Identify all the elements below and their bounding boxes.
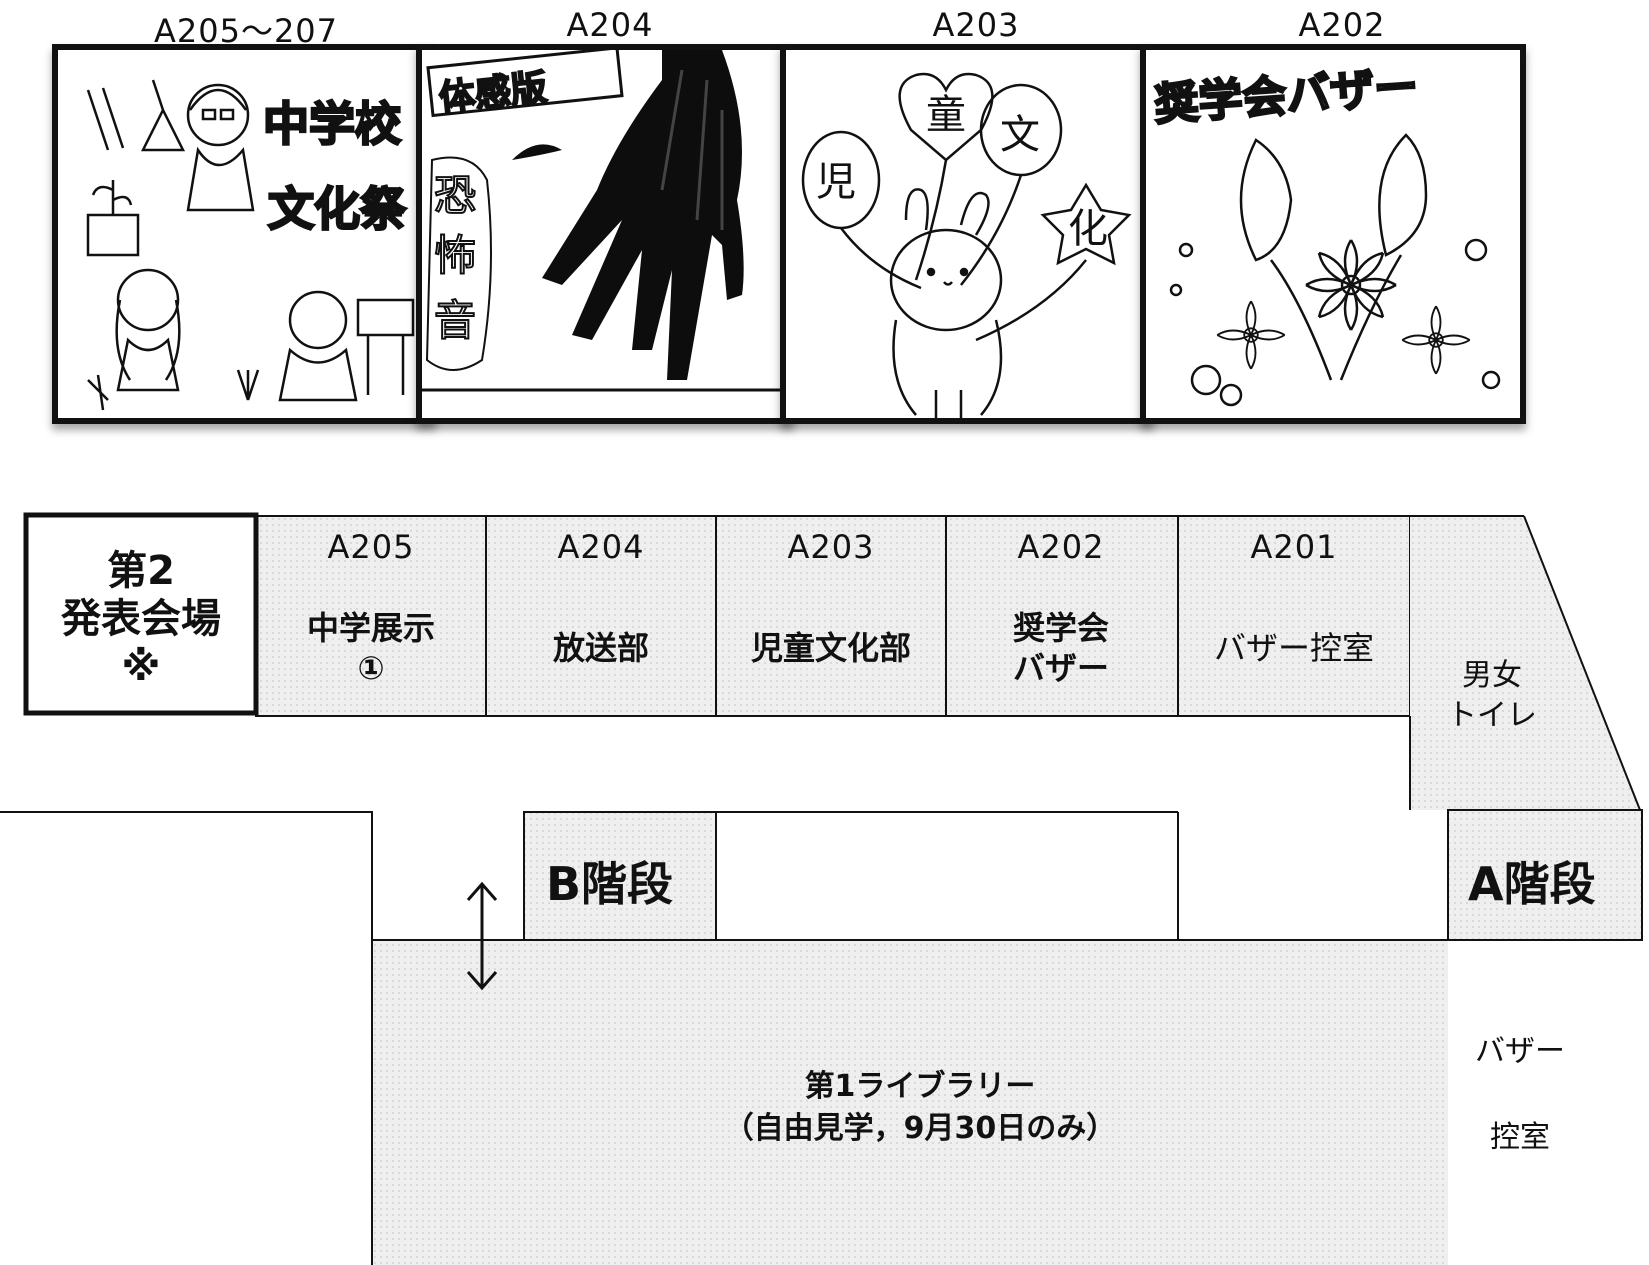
- a-stairs-box: [1447, 809, 1643, 941]
- poster-a203-char2: 童: [926, 92, 966, 138]
- room-a205-name: A205: [327, 528, 415, 566]
- poster-a202-art: 奨学会バザー: [1152, 60, 1501, 407]
- library-line1: 第1ライブラリー: [804, 1069, 1036, 1104]
- room-a205-use2: ①: [357, 649, 385, 687]
- poster-a204-art: 体感版 恐 怖 音: [422, 50, 788, 392]
- poster-label-a204: A204: [566, 6, 654, 44]
- room-a202-name: A202: [1017, 528, 1105, 566]
- bazaar-room-line2: 控室: [1490, 1120, 1550, 1155]
- poster-a203-char3: 文: [1000, 112, 1040, 158]
- library-label: 第1ライブラリー （自由見学，9月30日のみ）: [640, 1066, 1200, 1150]
- venue-line1: 第2: [107, 548, 175, 594]
- bazaar-room-label: バザー 控室: [1455, 1026, 1585, 1156]
- room-a203-name: A203: [787, 528, 875, 566]
- poster-a202: 奨学会バザー: [1140, 44, 1526, 424]
- venue-line2: 発表会場: [61, 596, 221, 642]
- room-a205-use: 中学展示 ①: [257, 608, 485, 688]
- room-a202-use: 奨学会 バザー: [947, 608, 1175, 688]
- toilet-line2: トイレ: [1447, 698, 1537, 733]
- room-a203-use: 児童文化部: [750, 629, 911, 667]
- a-stairs-label: A階段: [1468, 857, 1596, 911]
- classroom-row-outline: [255, 515, 1411, 717]
- bazaar-room-line1: バザー: [1475, 1034, 1565, 1069]
- poster-a205-207-title2: 文化祭: [268, 182, 407, 236]
- toilet-label: 男女 トイレ: [1432, 656, 1552, 736]
- room-a204-use: 放送部: [552, 629, 649, 667]
- room-a201-name: A201: [1250, 528, 1338, 566]
- b-stairs-label: B階段: [546, 857, 674, 911]
- toilet-line1: 男女: [1462, 658, 1522, 693]
- room-a204-name: A204: [557, 528, 645, 566]
- double-arrow-icon: [466, 881, 498, 991]
- poster-a205-207-title1: 中学校: [263, 97, 401, 151]
- second-presentation-venue: 第2 発表会場 ※: [26, 513, 256, 711]
- poster-a203-char4: 化: [1068, 206, 1108, 252]
- poster-a204-char2: 怖: [434, 231, 476, 280]
- room-a201-use: バザー控室: [1213, 629, 1374, 667]
- b-stairs-box: [523, 811, 717, 941]
- poster-a205-207: 中学校 文化祭: [52, 44, 436, 424]
- poster-a203-char1: 児: [816, 159, 856, 205]
- library-line2: （自由見学，9月30日のみ）: [723, 1111, 1117, 1146]
- room-a202-use1: 奨学会: [1012, 609, 1109, 647]
- poster-a204-char3: 音: [434, 296, 476, 345]
- venue-mark: ※: [121, 644, 161, 690]
- poster-a204-char1: 恐: [434, 171, 476, 220]
- poster-a205-207-art: 中学校 文化祭: [86, 79, 415, 411]
- poster-a203-art: 児 童 文 化: [801, 72, 1132, 418]
- poster-label-a202: A202: [1298, 6, 1386, 44]
- room-a205-use1: 中学展示: [306, 609, 435, 647]
- poster-label-a205-207: A205〜207: [153, 12, 339, 50]
- venue-box: [23, 512, 259, 716]
- room-a202-use2: バザー: [1012, 649, 1109, 687]
- library-area: [372, 940, 1448, 1265]
- poster-label-a203: A203: [932, 6, 1020, 44]
